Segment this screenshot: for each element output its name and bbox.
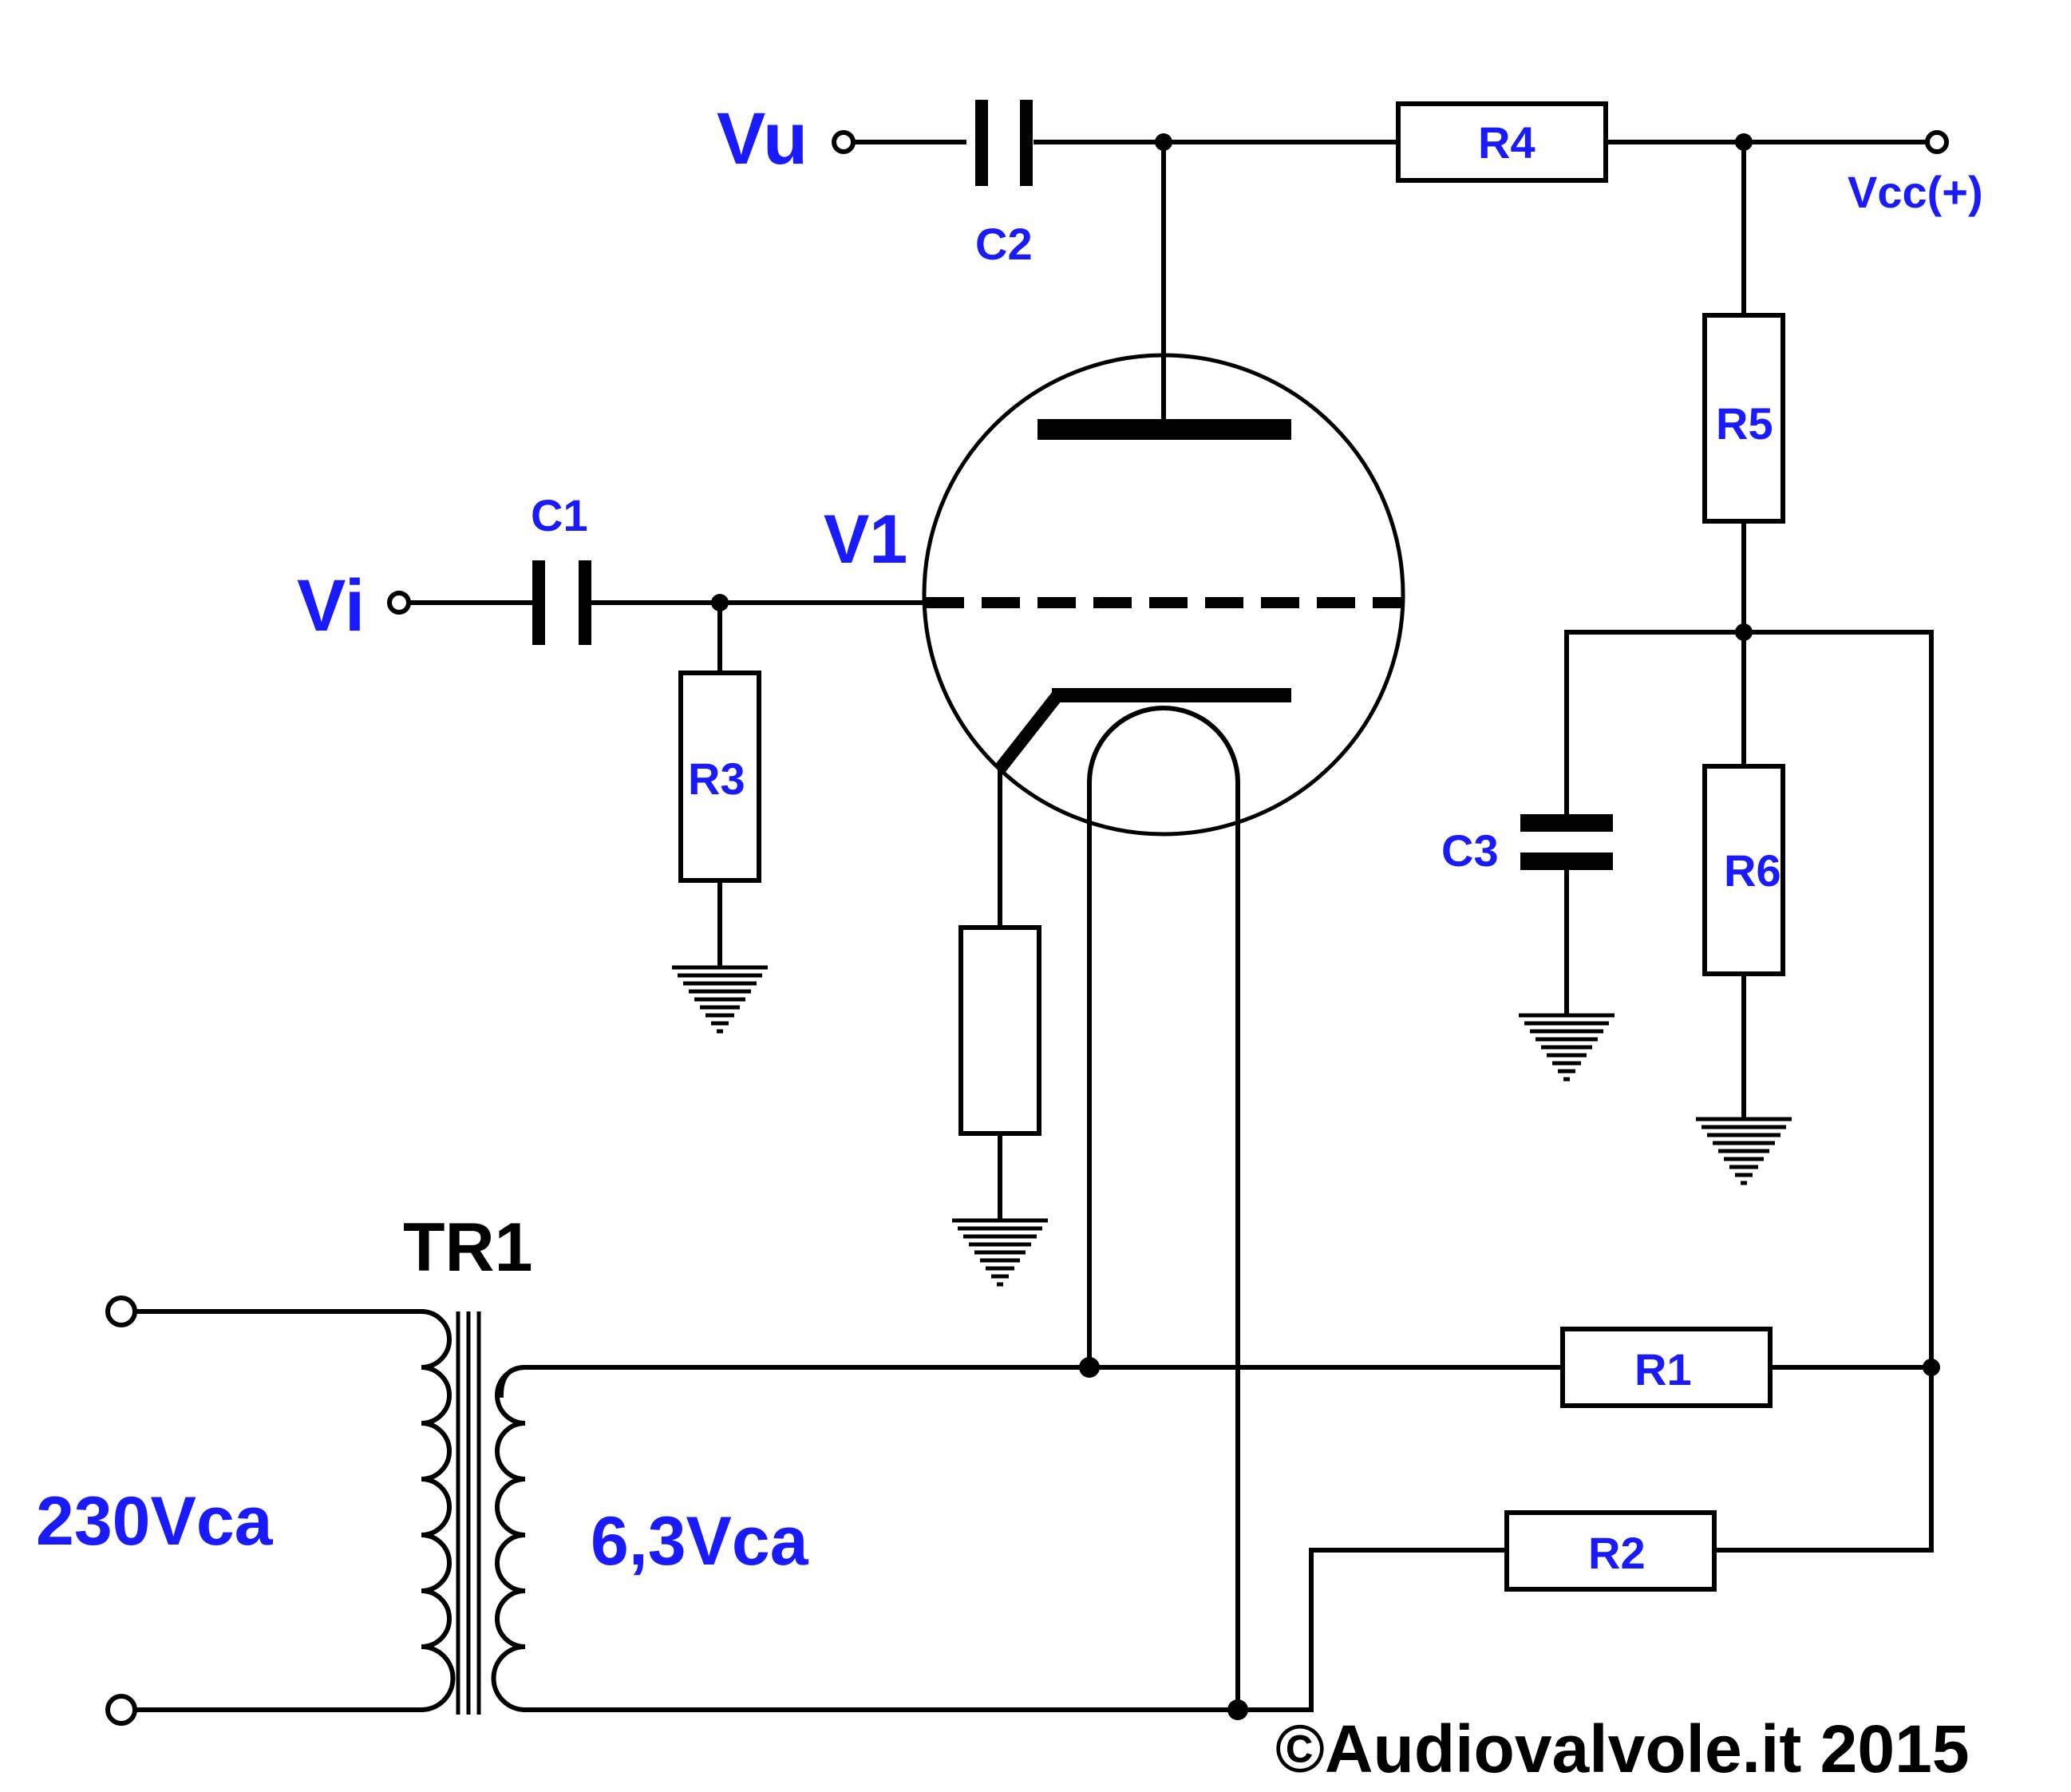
vcc-junction-dot <box>1735 133 1753 151</box>
vu-terminal[interactable] <box>832 130 856 154</box>
r5-label: R5 <box>1716 398 1773 449</box>
ground-c3 <box>1519 1013 1615 1082</box>
grid-junction-dot <box>711 594 729 611</box>
resistor-r5 <box>1702 313 1785 524</box>
primary-terminal-top[interactable] <box>105 1296 137 1327</box>
r2-label: R2 <box>1588 1528 1646 1578</box>
resistor-r6 <box>1702 764 1785 976</box>
r1-junction-dot <box>1923 1359 1940 1376</box>
ground-r3 <box>672 965 768 1034</box>
vi-terminal[interactable] <box>387 591 411 615</box>
resistor-r1 <box>1560 1327 1773 1408</box>
capacitor-c2 <box>975 100 1033 186</box>
triode-tube-v1 <box>922 353 1405 1715</box>
vi-label: Vi <box>297 565 365 647</box>
resistor-r2 <box>1504 1510 1717 1592</box>
ground-r6 <box>1696 1117 1792 1185</box>
ground-cathode <box>952 1218 1048 1287</box>
vcc-terminal[interactable] <box>1925 130 1949 154</box>
cathode-plate <box>1052 688 1291 702</box>
output-wiring <box>837 140 1927 1120</box>
input-wiring <box>406 600 928 968</box>
heater-junction-dot-2 <box>1227 1699 1248 1720</box>
anode-plate <box>1037 419 1291 440</box>
r3-label: R3 <box>688 754 745 804</box>
heater-wiring <box>498 1364 1934 1712</box>
plate-junction-dot <box>1155 133 1172 151</box>
c2-label: C2 <box>975 219 1033 269</box>
copyright-text: ©Audiovalvole.it 2015 <box>1275 1711 1970 1786</box>
tr1-label: TR1 <box>403 1209 532 1286</box>
r1-label: R1 <box>1634 1344 1692 1394</box>
c1-label: C1 <box>531 490 588 540</box>
primary-terminal-bottom[interactable] <box>105 1694 137 1726</box>
r6-label: R6 <box>1724 845 1781 896</box>
c3-label: C3 <box>1441 825 1499 876</box>
cathode-resistor <box>958 925 1041 1136</box>
vcc-label: Vcc(+) <box>1848 167 1983 217</box>
heater-filament <box>1087 706 1240 1715</box>
r4-label: R4 <box>1478 117 1535 168</box>
resistor-r4 <box>1396 101 1608 183</box>
vu-label: Vu <box>717 98 808 180</box>
capacitor-c1 <box>532 560 591 645</box>
capacitor-c3 <box>1520 814 1613 870</box>
divider-junction-dot <box>1735 623 1753 641</box>
v1-label: V1 <box>824 501 907 578</box>
secondary-voltage-label: 6,3Vca <box>591 1503 809 1580</box>
cathode-lead <box>994 690 1064 773</box>
transformer-tr1 <box>105 1296 528 1726</box>
heater-junction-dot-1 <box>1079 1357 1100 1378</box>
resistor-r3 <box>678 671 761 883</box>
primary-voltage-label: 230Vca <box>36 1483 274 1560</box>
